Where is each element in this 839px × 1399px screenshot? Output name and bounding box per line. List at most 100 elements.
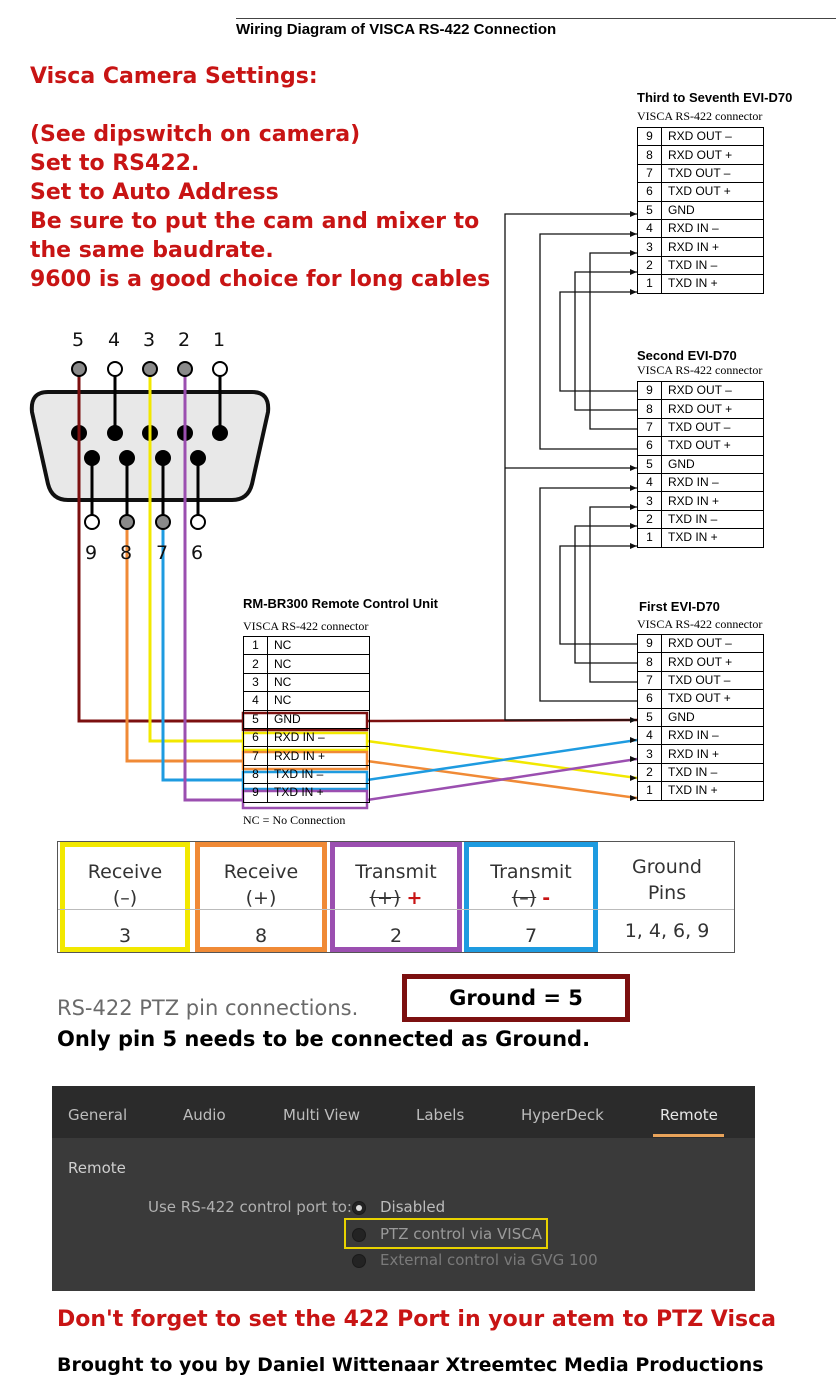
legend-sub: (–) [112, 887, 138, 909]
pin-label-cell: RXD OUT – [661, 380, 764, 401]
pin-number-cell: 6 [637, 182, 662, 202]
pin-label-cell: RXD OUT + [661, 652, 764, 672]
pin-number: 3 [143, 329, 156, 351]
pin-label-cell: TXD OUT – [661, 163, 764, 184]
tab-hyperdeck[interactable]: HyperDeck [521, 1106, 604, 1124]
pin-label-cell: TXD IN – [661, 255, 764, 276]
pin-label-cell: RXD IN – [661, 725, 764, 746]
pin-number-cell: 4 [637, 218, 662, 239]
pin-number-cell: 9 [637, 633, 662, 654]
pin-number-cell: 8 [637, 652, 662, 672]
tab-labels[interactable]: Labels [416, 1106, 465, 1124]
option-ptz-visca[interactable]: PTZ control via VISCA [380, 1225, 542, 1243]
pin-label-cell: TXD OUT + [661, 436, 764, 456]
section-heading: Remote [68, 1159, 126, 1177]
legend-cell-rx-minus: Receive(–) 3 [60, 842, 190, 952]
wire-rxd-plus [125, 530, 243, 763]
pin-number-cell: 9 [637, 380, 662, 401]
pin-label-cell: GND [661, 707, 764, 727]
pin-number: 1 [213, 329, 226, 351]
option-label: Use RS-422 control port to: [148, 1198, 352, 1216]
pin-label-cell: GND [661, 200, 764, 220]
pin-label-cell: RXD OUT – [661, 126, 764, 147]
pin-number-cell: 8 [637, 145, 662, 165]
option-gvg100[interactable]: External control via GVG 100 [380, 1251, 598, 1269]
wire-blue-cross [366, 738, 638, 782]
pin-label-cell: RXD IN – [267, 727, 370, 748]
legend-label: Receive [87, 861, 163, 883]
pin-label-cell: TXD OUT – [661, 417, 764, 438]
pin-label-cell: RXD IN – [661, 472, 764, 493]
pin-label-cell: RXD IN + [267, 746, 370, 766]
ground-note: Only pin 5 needs to be connected as Grou… [57, 1027, 591, 1051]
nc-note: NC = No Connection [243, 813, 346, 827]
legend-value: 1, 4, 6, 9 [624, 920, 710, 942]
pin-number-cell: 7 [637, 670, 662, 691]
pin-number-cell: 2 [243, 654, 268, 674]
radio-gvg100[interactable] [352, 1254, 366, 1268]
tab-general[interactable]: General [68, 1106, 128, 1124]
legend-cell-tx-plus: Transmit(+) + 2 [330, 842, 462, 952]
diagram-title: Wiring Diagram of VISCA RS-422 Connectio… [236, 18, 836, 38]
tab-remote[interactable]: Remote [660, 1106, 718, 1124]
pin-number-cell: 6 [243, 727, 268, 748]
pin-number-cell: 7 [637, 417, 662, 438]
tab-audio[interactable]: Audio [183, 1106, 226, 1124]
wire-txd-plus [183, 375, 243, 802]
pin-label-cell: NC [267, 654, 370, 674]
legend-cell-rx-plus: Receive(+) 8 [195, 842, 327, 952]
wire-gnd [77, 375, 243, 723]
connector-subtitle: VISCA RS-422 connector [637, 363, 763, 377]
pin-label-cell: GND [267, 709, 370, 729]
pin-label-cell: RXD OUT + [661, 399, 764, 419]
pin-number-cell: 9 [637, 126, 662, 147]
tab-multi-view[interactable]: Multi View [283, 1106, 361, 1124]
ground-box: Ground = 5 [402, 974, 630, 1022]
radio-ptz-visca[interactable] [352, 1228, 366, 1242]
pin-label-cell: RXD OUT + [661, 145, 764, 165]
pin-number-cell: 4 [243, 691, 268, 711]
pin-number: 9 [85, 542, 98, 564]
legend-label: Ground [632, 856, 702, 878]
pin-label-cell: RXD IN – [661, 218, 764, 239]
radio-disabled[interactable] [352, 1201, 366, 1215]
pin-number-cell: 7 [243, 746, 268, 766]
legend-value: 2 [389, 925, 403, 947]
pin-label-cell: NC [267, 691, 370, 711]
pin-number-cell: 8 [243, 764, 268, 785]
pin-number-cell: 6 [637, 436, 662, 456]
pin-number-cell: 3 [243, 672, 268, 693]
connector-subtitle: VISCA RS-422 connector [243, 619, 369, 633]
atem-settings-panel: General Audio Multi View Labels HyperDec… [52, 1086, 755, 1291]
pin-number-cell: 5 [637, 200, 662, 220]
pin-number-cell: 1 [637, 528, 662, 548]
pin-label-cell: RXD OUT – [661, 633, 764, 654]
option-disabled[interactable]: Disabled [380, 1198, 446, 1216]
settings-line: Set to RS422. [30, 151, 200, 176]
legend-label: Transmit [355, 861, 437, 883]
legend-sub: (+) [369, 887, 401, 909]
